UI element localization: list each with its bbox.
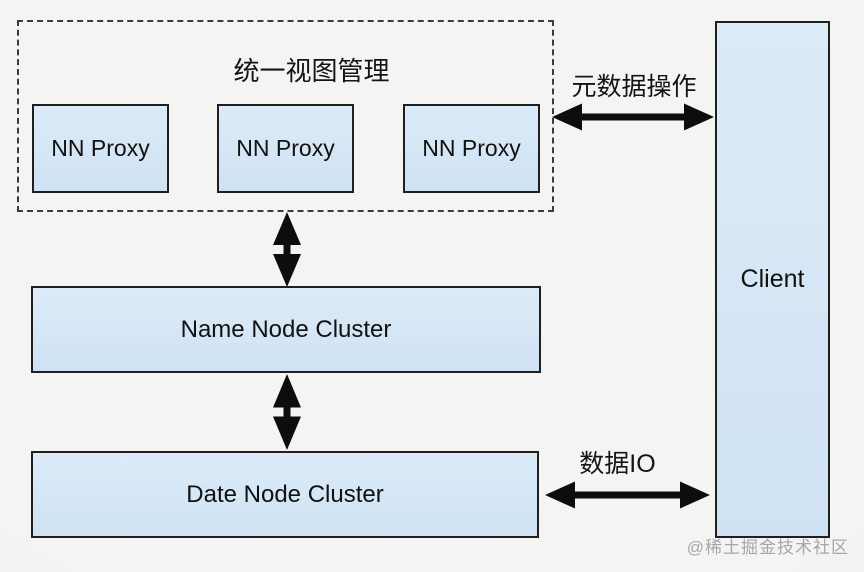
group-to-namenode-arrow-icon bbox=[273, 212, 301, 287]
nn-proxy-label-1: NN Proxy bbox=[51, 135, 150, 161]
watermark-text: @稀土掘金技术社区 bbox=[686, 538, 849, 557]
nn-proxy-box-2: NN Proxy bbox=[217, 104, 354, 193]
date-node-cluster-label: Date Node Cluster bbox=[186, 480, 384, 508]
unified-view-group: 统一视图管理 bbox=[17, 20, 554, 212]
nn-proxy-label-2: NN Proxy bbox=[236, 135, 335, 161]
data-io-arrow-icon bbox=[545, 481, 710, 509]
date-node-cluster-box: Date Node Cluster bbox=[31, 451, 539, 538]
name-node-cluster-box: Name Node Cluster bbox=[31, 286, 541, 373]
data-io-label: 数据IO bbox=[579, 450, 656, 478]
metadata-ops-label: 元数据操作 bbox=[571, 73, 697, 101]
name-node-cluster-label: Name Node Cluster bbox=[180, 315, 392, 343]
nn-proxy-box-3: NN Proxy bbox=[403, 104, 540, 193]
nn-proxy-box-1: NN Proxy bbox=[32, 104, 169, 193]
nn-proxy-label-3: NN Proxy bbox=[422, 135, 521, 161]
unified-view-group-title: 统一视图管理 bbox=[233, 56, 390, 86]
metadata-ops-arrow-icon bbox=[552, 103, 714, 131]
client-box: Client bbox=[715, 21, 830, 538]
namenode-to-datenode-arrow-icon bbox=[273, 374, 301, 450]
client-label: Client bbox=[740, 265, 805, 293]
